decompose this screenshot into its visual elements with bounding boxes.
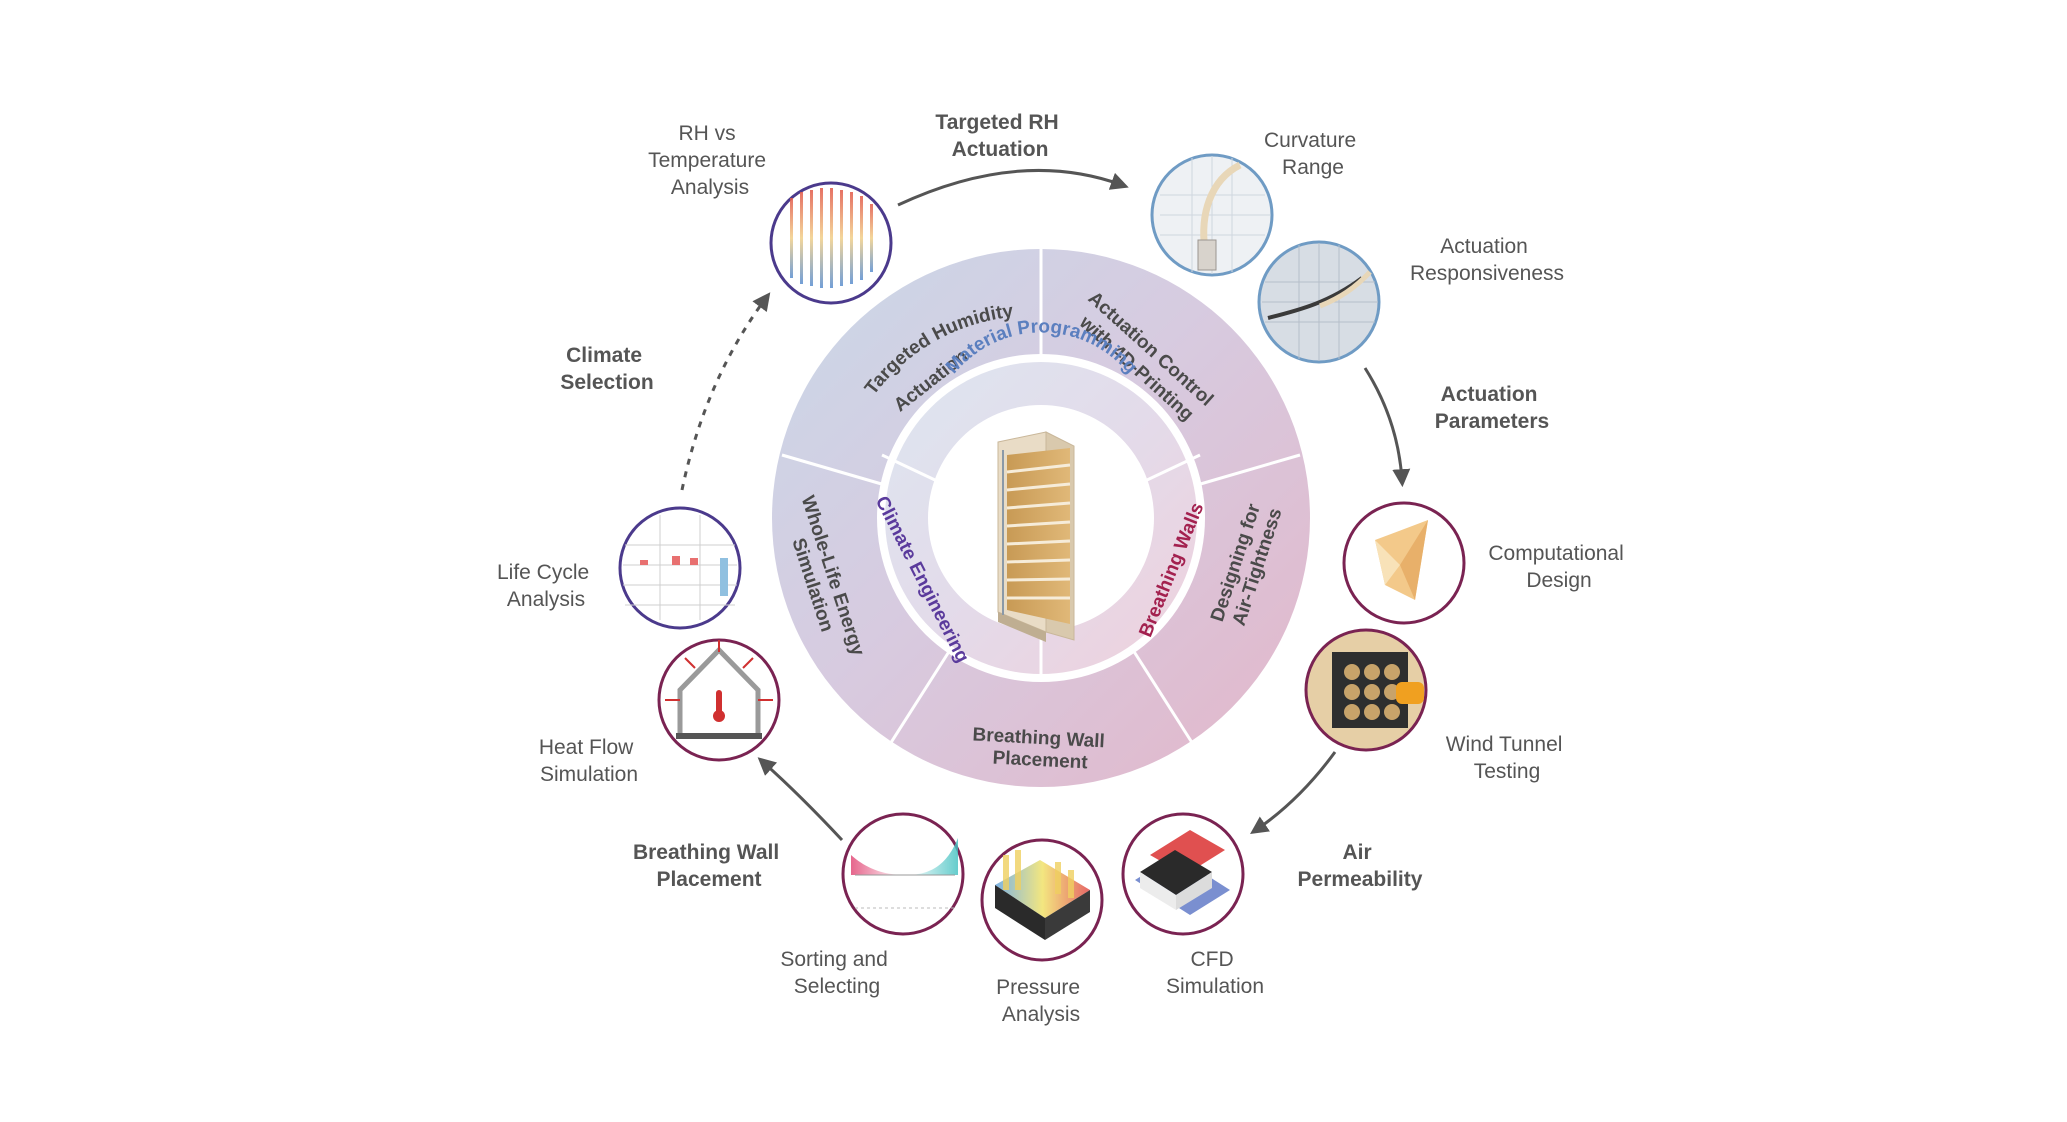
breathing-wall-illustration bbox=[997, 431, 1075, 642]
arrow-targeted-rh bbox=[897, 168, 1129, 207]
node-heat-flow-simulation bbox=[657, 638, 781, 762]
node-curvature-range bbox=[1150, 153, 1274, 277]
label-computational-design: Computational Design bbox=[1488, 542, 1629, 592]
arrow-climate-selection bbox=[680, 292, 771, 491]
node-cfd-simulation bbox=[1121, 812, 1245, 936]
node-pressure-analysis bbox=[980, 838, 1104, 962]
arrow-air-permeability bbox=[1250, 751, 1337, 835]
label-heat-flow-simulation: Heat Flow Simulation bbox=[539, 736, 639, 786]
node-wind-tunnel-testing bbox=[1304, 628, 1428, 752]
label-actuation-responsiveness: Actuation Responsiveness bbox=[1410, 235, 1564, 285]
outer-ring-dividers bbox=[781, 249, 1301, 753]
node-sorting-selecting bbox=[841, 812, 965, 936]
segment-wall-placement: Breathing Wall Placement bbox=[971, 724, 1111, 774]
label-wind-tunnel-testing: Wind Tunnel Testing bbox=[1446, 733, 1569, 783]
label-sorting-selecting: Sorting and Selecting bbox=[780, 948, 893, 998]
label-climate-selection: Climate Selection bbox=[560, 344, 653, 394]
label-actuation-parameters: Actuation Parameters bbox=[1435, 383, 1549, 433]
label-pressure-analysis: Pressure Analysis bbox=[996, 976, 1086, 1026]
label-targeted-rh-actuation: Targeted RH Actuation bbox=[935, 111, 1064, 161]
label-life-cycle-analysis: Life Cycle Analysis bbox=[497, 561, 595, 611]
label-breathing-wall-placement-arrow: Breathing Wall Placement bbox=[633, 841, 785, 891]
label-air-permeability: Air Permeability bbox=[1298, 841, 1423, 891]
label-cfd-simulation: CFD Simulation bbox=[1166, 948, 1264, 998]
node-rh-temperature bbox=[769, 181, 893, 305]
label-curvature-range: Curvature Range bbox=[1264, 129, 1362, 179]
arrow-actuation-parameters bbox=[1363, 367, 1411, 488]
node-actuation-responsiveness bbox=[1257, 240, 1381, 364]
arrow-wall-placement bbox=[757, 757, 844, 842]
node-life-cycle-analysis bbox=[618, 506, 742, 630]
node-computational-design bbox=[1342, 501, 1466, 625]
label-rh-temperature: RH vs Temperature Analysis bbox=[648, 122, 772, 199]
